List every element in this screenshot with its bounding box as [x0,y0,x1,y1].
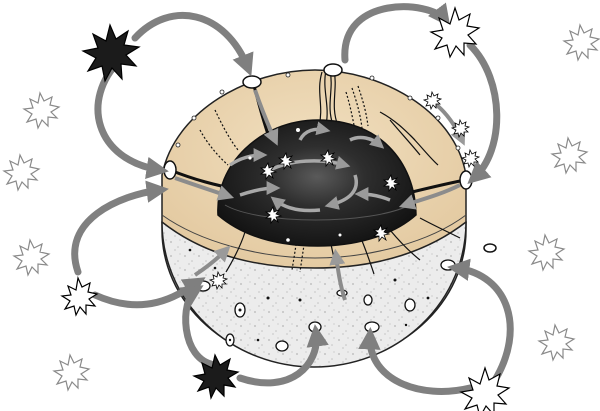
pore-icon [364,295,372,305]
starburst-outline-icon [452,120,469,137]
arrow-left-bottom [75,190,160,272]
arrow-top-right-down [345,7,445,60]
starburst-outline-icon [4,155,39,190]
starburst-outline-icon [54,355,89,390]
pore-icon [276,341,288,351]
starburst-outline-icon [529,235,564,270]
starburst-outline-icon [14,240,49,275]
pore-icon [405,299,415,311]
starburst-outline-icon [462,150,479,167]
pore-icon [484,244,496,252]
pore-icon [164,161,176,179]
starburst-outline-icon [564,25,599,60]
starburst-outline-icon [552,138,587,173]
starburst-outline-icon [24,93,59,128]
pore-icon [243,76,261,88]
starburst-dark-icon [62,278,97,315]
pore-icon [365,322,379,332]
arrow-right-bottom [456,268,510,380]
pore-icon [460,171,472,189]
arrow-top-left [135,15,248,68]
pore-icon [324,64,342,76]
starburst-outline-icon [539,325,574,360]
